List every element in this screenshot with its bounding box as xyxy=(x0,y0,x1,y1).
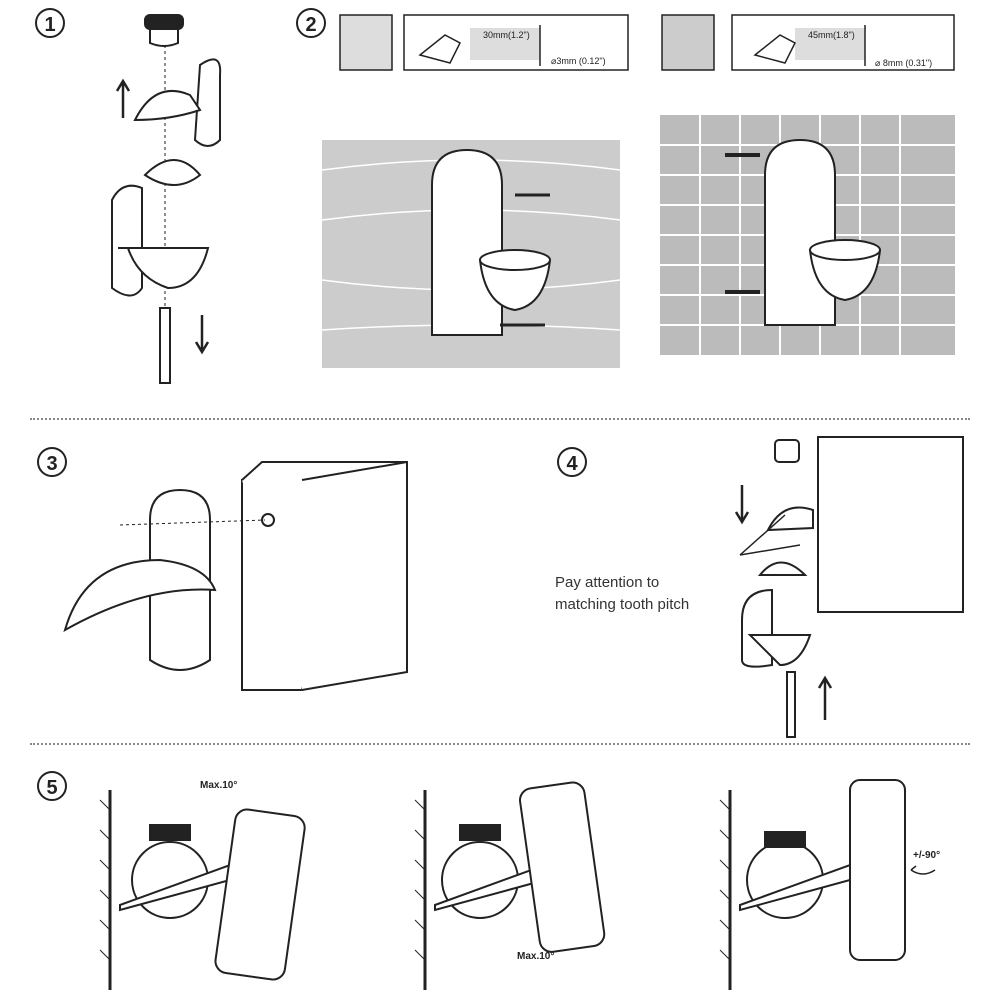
step2-wall-icons xyxy=(339,14,955,71)
step-5-badge: 5 xyxy=(37,771,67,801)
brick-drill-depth: 45mm(1.8") xyxy=(808,30,855,40)
step5-adjustments xyxy=(99,779,936,990)
rotate-view xyxy=(719,779,936,990)
section-divider-2 xyxy=(30,743,970,745)
step3-mount-speaker xyxy=(63,461,408,691)
note-line-1: Pay attention to xyxy=(555,574,660,591)
step2-brick-wall xyxy=(660,115,955,355)
tilt-up-label: Max.10° xyxy=(200,780,238,791)
step-4-badge: 4 xyxy=(557,447,587,477)
step-3-badge: 3 xyxy=(37,447,67,477)
step-2-badge: 2 xyxy=(296,8,326,38)
wood-drill-depth: 30mm(1.2") xyxy=(483,30,530,40)
brick-drill-diameter: ⌀ 8mm (0.31") xyxy=(875,58,933,68)
tilt-down-view xyxy=(414,781,606,990)
step4-assembly xyxy=(734,436,964,738)
step1-exploded-mount xyxy=(111,14,222,384)
step-1-badge: 1 xyxy=(35,8,65,38)
tilt-up-view xyxy=(99,790,306,990)
tilt-down-label: Max.10° xyxy=(517,951,555,962)
step2-wood-wall xyxy=(321,140,621,368)
section-divider-1 xyxy=(30,418,970,420)
note-line-2: matching tooth pitch xyxy=(555,596,690,613)
wood-drill-diameter: ⌀3mm (0.12") xyxy=(551,56,606,66)
tooth-pitch-note: Pay attention to matching tooth pitch xyxy=(555,572,689,616)
rotate-label: +/-90° xyxy=(913,850,941,861)
